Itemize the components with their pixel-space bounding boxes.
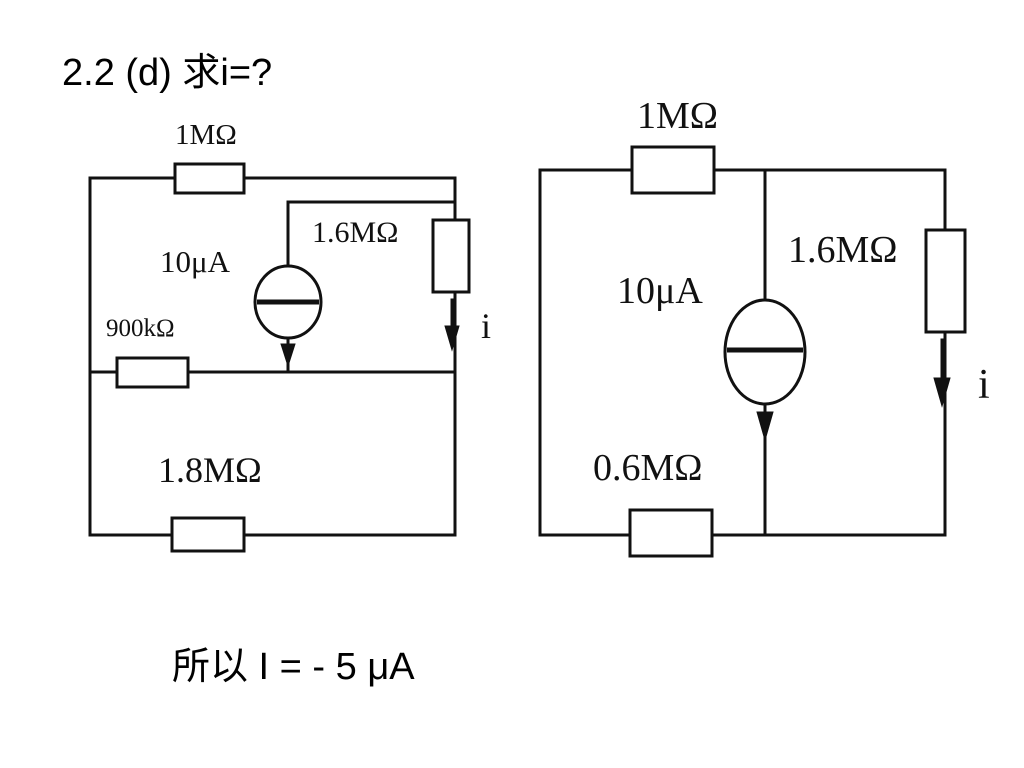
right-resistor-0.6m: [628, 508, 714, 558]
right-resistor-1m: [630, 145, 716, 195]
left-resistor-1.6m: [431, 218, 471, 294]
right-label-r-top: 1MΩ: [637, 95, 718, 137]
right-current-arrow-icon: [933, 338, 951, 408]
left-label-r-bottom: 1.8MΩ: [158, 450, 262, 490]
right-current-source: [723, 298, 807, 442]
right-circuit: 1MΩ 1.6MΩ 10μA 0.6MΩ i: [538, 95, 990, 558]
result-text: 所以 I = - 5 μA: [172, 646, 415, 688]
right-label-source: 10μA: [617, 270, 703, 312]
left-resistor-1.8m: [170, 516, 246, 553]
left-current-source: [253, 264, 323, 368]
left-current-arrow-icon: [444, 298, 460, 352]
left-label-r-right: 1.6MΩ: [312, 216, 398, 249]
left-label-r-top: 1MΩ: [175, 119, 237, 151]
right-label-current: i: [978, 362, 990, 408]
left-resistor-1m: [173, 162, 246, 195]
left-circuit: 1MΩ 1.6MΩ 10μA 900kΩ 1.8MΩ i: [88, 119, 491, 553]
left-label-current: i: [481, 306, 491, 346]
right-label-r-right: 1.6MΩ: [788, 229, 898, 271]
right-label-r-bottom: 0.6MΩ: [593, 447, 703, 489]
left-resistor-900k: [115, 356, 190, 389]
left-label-source: 10μA: [160, 244, 231, 279]
slide-title: 2.2 (d) 求i=?: [62, 52, 273, 94]
right-resistor-1.6m: [924, 228, 967, 334]
left-label-r-mid: 900kΩ: [106, 315, 175, 342]
